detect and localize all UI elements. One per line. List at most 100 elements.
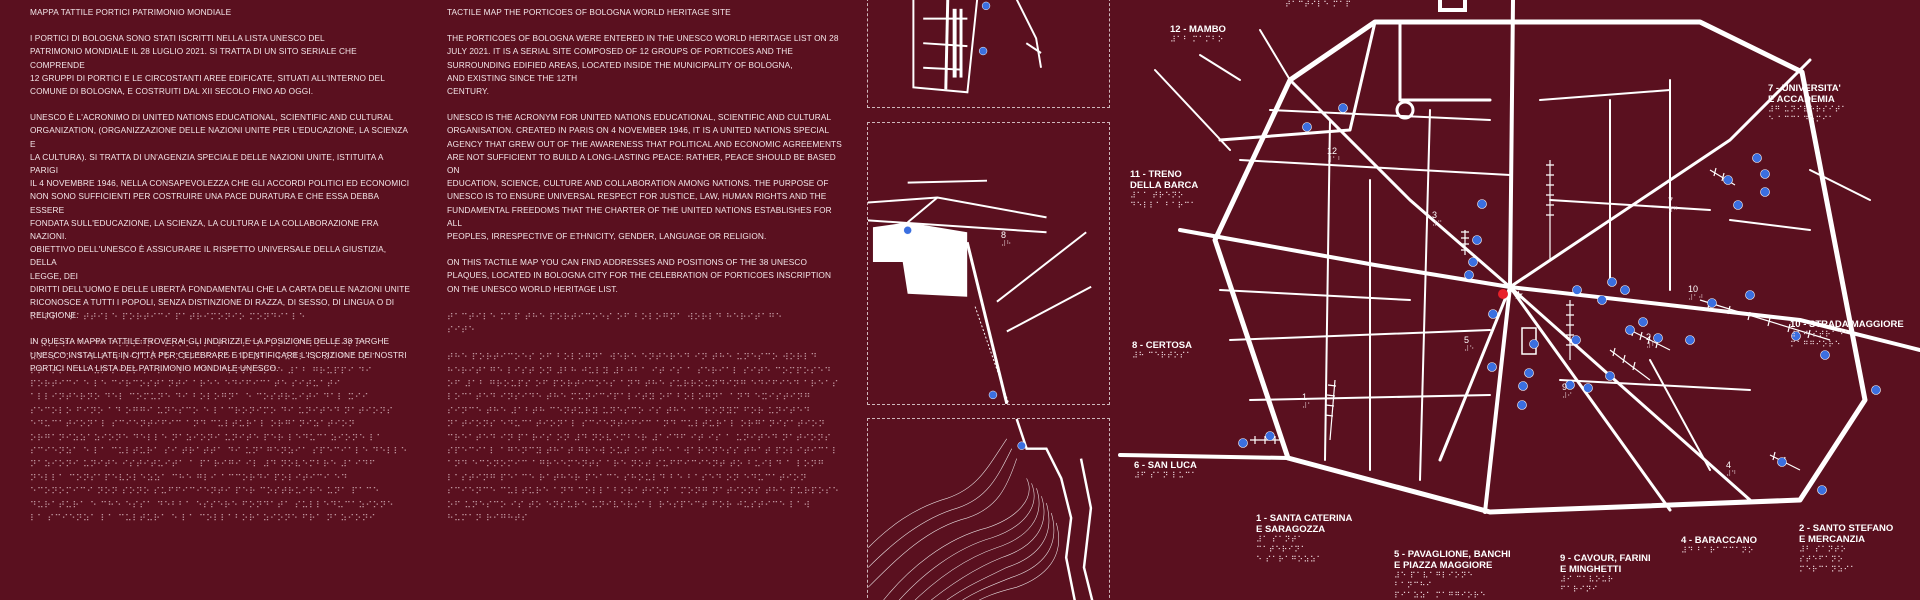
inset-certosa-number: 8 ⠼⠓ <box>1001 230 1011 248</box>
area-label-pavaglione: 5 - PAVAGLIONE, BANCHI E PIAZZA MAGGIORE… <box>1394 538 1511 600</box>
area-name: 2 - SANTO STEFANO E MERCANZIA <box>1799 523 1894 545</box>
plaque-marker <box>1472 235 1482 245</box>
map-number-9: 9 ⠼⠊ <box>1562 382 1572 400</box>
map-number-braille: ⠼⠑ <box>1464 345 1475 353</box>
area-name: 9 - CAVOUR, FARINI E MINGHETTI <box>1560 553 1651 575</box>
plaque-marker <box>1791 331 1801 341</box>
inset-certosa-svg <box>868 179 1092 404</box>
plaque-marker <box>1871 385 1881 395</box>
map-number-label: 10 <box>1688 284 1699 294</box>
map-number-1: 1 ⠼⠁ <box>1302 392 1312 410</box>
area-label-cavour: 9 - CAVOUR, FARINI E MINGHETTI ⠼⠊ ⠉⠁⠧⠕⠥⠗… <box>1560 542 1651 600</box>
english-text-column: TACTILE MAP THE PORTICOES OF BOLOGNA WOR… <box>447 6 847 309</box>
plaque-marker <box>1760 169 1770 179</box>
area-name: 7 - UNIVERSITA' E ACCADEMIA <box>1768 83 1841 105</box>
plaque-marker <box>1607 277 1617 287</box>
area-name: 10 - STRADA MAGGIORE <box>1790 319 1904 330</box>
area-label-mambo: 12 - MAMBO ⠼⠁⠃ ⠍⠁⠍⠃⠕ <box>1170 24 1226 45</box>
plaque-marker <box>1605 371 1615 381</box>
plaque-marker <box>1777 457 1787 467</box>
map-number-10: 10 ⠼⠁⠚ <box>1688 284 1703 302</box>
area-label-certosa: 8 - CERTOSA ⠼⠓ ⠉⠑⠗⠞⠕⠎⠁ <box>1132 340 1192 361</box>
plaque-marker <box>1760 187 1770 197</box>
main-map-svg: ★ <box>1118 0 1920 515</box>
map-top-braille-text: ⠞⠁⠉⠞⠊⠇⠑ ⠍⠁⠏ <box>1285 0 1352 9</box>
italian-title: MAPPA TATTILE PORTICI PATRIMONIO MONDIAL… <box>30 7 232 17</box>
map-number-12: 12 ⠼⠁⠃ <box>1327 146 1342 164</box>
plaque-marker <box>1302 122 1312 132</box>
italian-paragraph-2: UNESCO È L'ACRONIMO DI UNITED NATIONS ED… <box>30 112 411 321</box>
plaque-marker <box>981 1 991 11</box>
inset-map-north <box>867 0 1110 108</box>
plaque-marker <box>1565 380 1575 390</box>
area-braille: ⠼⠁⠚ ⠎⠞⠗⠁⠙⠁ ⠍⠁⠛⠛⠊⠕⠗⠑ <box>1790 330 1851 349</box>
map-number-3: 3 ⠼⠉ <box>1432 210 1442 228</box>
map-number-braille: ⠼⠉ <box>1432 220 1443 228</box>
plaque-marker <box>1653 333 1663 343</box>
map-number-label: 4 <box>1726 460 1732 470</box>
area-braille: ⠼⠃ ⠎⠁⠝⠞⠕ ⠎⠞⠑⠋⠁⠝⠕ ⠍⠑⠗⠉⠁⠝⠵⠊⠁ <box>1799 545 1857 574</box>
inset-san-luca-svg <box>868 419 1094 600</box>
plaque-marker <box>1518 381 1528 391</box>
map-number-braille: ⠼⠊ <box>1562 392 1573 400</box>
plaque-marker <box>988 390 998 400</box>
plaque-marker <box>1017 441 1026 450</box>
area-name: 11 - TRENO DELLA BARCA <box>1130 169 1199 191</box>
area-name: 6 - SAN LUCA <box>1134 460 1197 471</box>
plaque-marker <box>1817 485 1827 495</box>
area-label-baraccano: 4 - BARACCANO ⠼⠙ ⠃⠁⠗⠁⠉⠉⠁⠝⠕ <box>1681 535 1757 556</box>
map-top-braille: ⠞⠁⠉⠞⠊⠇⠑ ⠍⠁⠏ <box>1285 0 1352 10</box>
map-number-braille: ⠼⠁⠃ <box>1327 156 1343 164</box>
map-number-label: 3 <box>1432 210 1438 220</box>
plaque-marker <box>1477 199 1487 209</box>
map-number-5: 5 ⠼⠑ <box>1464 335 1474 353</box>
italian-text-column: MAPPA TATTILE PORTICI PATRIMONIO MONDIAL… <box>30 6 410 388</box>
plaque-marker <box>1733 200 1743 210</box>
star-icon: ★ <box>1513 288 1524 302</box>
plaque-marker <box>978 46 988 56</box>
area-label-treno-della-barca: 11 - TRENO DELLA BARCA ⠼⠁⠁ ⠞⠗⠑⠝⠕ ⠙⠑⠇⠇⠁ ⠃… <box>1130 158 1198 222</box>
map-number-braille: ⠼⠃ <box>1646 342 1657 350</box>
inset-certosa-number-label: 8 <box>1001 230 1007 240</box>
plaque-marker <box>1685 335 1695 345</box>
plaque-marker <box>1487 362 1497 372</box>
english-paragraph-3: ON THIS TACTILE MAP YOU CAN FIND ADDRESS… <box>447 257 832 294</box>
area-braille: ⠼⠁⠁ ⠞⠗⠑⠝⠕ ⠙⠑⠇⠇⠁ ⠃⠁⠗⠉⠁ <box>1130 191 1197 210</box>
plaque-marker <box>1723 175 1733 185</box>
plaque-marker <box>903 226 912 235</box>
map-number-label: 12 <box>1327 146 1338 156</box>
area-braille: ⠼⠑ ⠏⠁⠧⠁⠛⠇⠊⠕⠝⠑ ⠃⠁⠝⠉⠓⠊ ⠏⠊⠁⠵⠵⠁ ⠍⠁⠛⠛⠊⠕⠗⠑ <box>1394 571 1487 600</box>
plaque-marker <box>1464 270 1474 280</box>
italian-braille-text: ⠍⠁⠏⠏⠁ ⠞⠁⠞⠞⠊⠇⠑ ⠏⠕⠗⠞⠊⠉⠊ ⠏⠁⠞⠗⠊⠍⠕⠝⠊⠕ ⠍⠕⠝⠙⠊⠁⠇… <box>30 313 408 525</box>
plaque-marker <box>1820 350 1830 360</box>
plaque-marker <box>1238 438 1248 448</box>
plaque-marker <box>1338 103 1348 113</box>
inset-certosa-number-braille: ⠼⠓ <box>1001 240 1012 248</box>
area-label-strada-maggiore: 10 - STRADA MAGGIORE ⠼⠁⠚ ⠎⠞⠗⠁⠙⠁ ⠍⠁⠛⠛⠊⠕⠗⠑ <box>1790 308 1904 361</box>
english-paragraph-2: UNESCO IS THE ACRONYM FOR UNITED NATIONS… <box>447 112 842 242</box>
english-title: TACTILE MAP THE PORTICOES OF BOLOGNA WOR… <box>447 7 731 17</box>
plaque-marker <box>1571 335 1581 345</box>
area-name: 8 - CERTOSA <box>1132 340 1193 351</box>
plaque-marker <box>1517 400 1527 410</box>
area-braille: ⠼⠁⠃ ⠍⠁⠍⠃⠕ <box>1170 35 1224 44</box>
plaque-marker <box>1707 298 1717 308</box>
plaque-marker <box>1752 153 1762 163</box>
map-number-braille: ⠼⠁ <box>1302 402 1313 410</box>
italian-paragraph-3: IN QUESTA MAPPA TATTILE TROVERAI GLI IND… <box>30 336 407 373</box>
map-number-label: 7 <box>1668 196 1674 206</box>
english-braille-text: ⠞⠁⠉⠞⠊⠇⠑ ⠍⠁⠏ ⠞⠓⠑ ⠏⠕⠗⠞⠊⠉⠕⠑⠎ ⠕⠋ ⠃⠕⠇⠕⠛⠝⠁ ⠺⠕⠗… <box>447 313 840 525</box>
bologna-tactile-map: ★ <box>1110 0 1920 600</box>
area-label-universita: 7 - UNIVERSITA' E ACCADEMIA ⠼⠛ ⠥⠝⠊⠧⠑⠗⠎⠊⠞… <box>1768 72 1847 136</box>
area-label-santa-caterina: 1 - SANTA CATERINA E SARAGOZZA ⠼⠁ ⠎⠁⠝⠞⠁ … <box>1256 502 1352 576</box>
map-number-braille: ⠼⠛ <box>1668 206 1679 214</box>
map-number-label: 9 <box>1562 382 1568 392</box>
plaque-marker <box>1625 325 1635 335</box>
map-number-label: 1 <box>1302 392 1308 402</box>
area-braille: ⠼⠁ ⠎⠁⠝⠞⠁ ⠉⠁⠞⠑⠗⠊⠝⠁ ⠑ ⠎⠁⠗⠁⠛⠕⠵⠵⠁ <box>1256 535 1323 564</box>
map-number-2: 2 ⠼⠃ <box>1646 332 1656 350</box>
area-name: 5 - PAVAGLIONE, BANCHI E PIAZZA MAGGIORE <box>1394 549 1511 571</box>
inset-north-svg <box>912 0 1042 94</box>
map-number-4: 4 ⠼⠙ <box>1726 460 1736 478</box>
map-number-7: 7 ⠼⠛ <box>1668 196 1678 214</box>
